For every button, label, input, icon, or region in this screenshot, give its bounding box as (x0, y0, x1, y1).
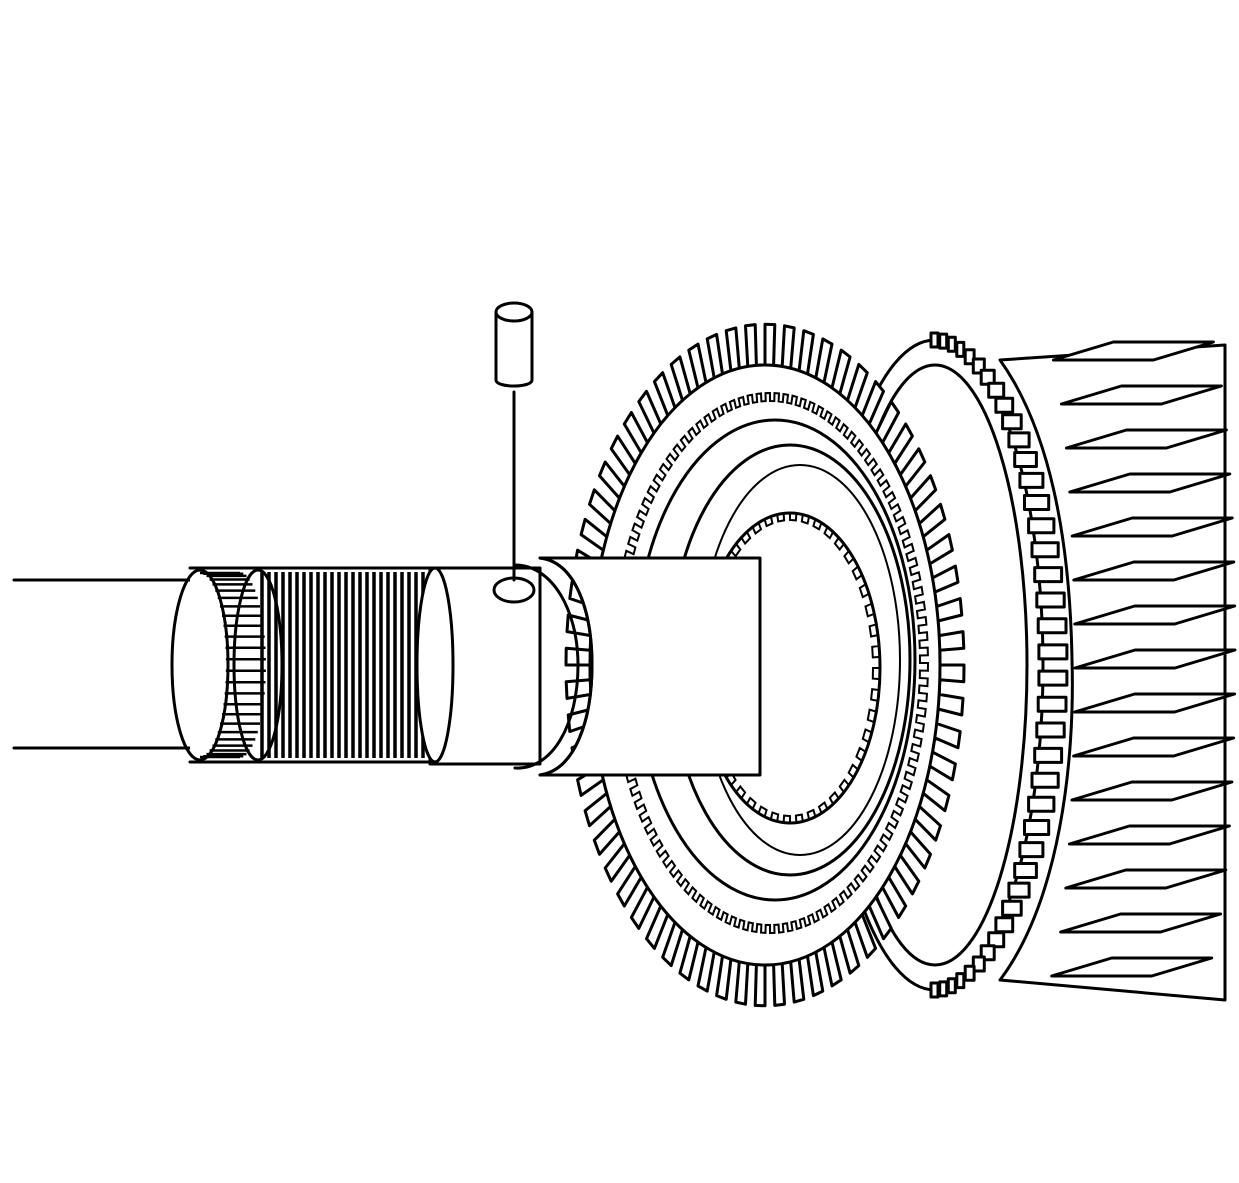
spline-end-right (415, 566, 455, 764)
spur-tooth (1036, 695, 1068, 713)
spur-tooth (1018, 841, 1045, 859)
spur-tooth (946, 335, 957, 353)
helical-tooth (1068, 472, 1232, 494)
spur-tooth (1001, 899, 1023, 917)
helical-tooth (1072, 736, 1236, 758)
spur-tooth (1035, 721, 1066, 739)
spline-end-mid (232, 568, 284, 762)
helical-tooth (1073, 692, 1237, 714)
spur-tooth (1030, 541, 1060, 559)
spur-tooth (938, 980, 949, 998)
spline-end-left (170, 568, 230, 762)
spur-tooth (994, 396, 1015, 414)
helical-tooth (1070, 780, 1234, 802)
spur-tooth (1013, 451, 1038, 468)
spur-tooth (1037, 643, 1069, 661)
shaft (12, 556, 762, 777)
spur-tooth (929, 331, 940, 349)
spur-tooth (987, 931, 1006, 949)
spur-tooth (994, 916, 1015, 934)
spur-tooth (955, 972, 966, 990)
helical-tooth (1064, 868, 1228, 890)
pin (494, 301, 534, 582)
spur-tooth (1018, 471, 1045, 489)
helical-tooth (1059, 912, 1223, 934)
spur-tooth (1027, 795, 1056, 813)
spur-tooth (971, 955, 986, 973)
spur-tooth (1023, 819, 1051, 836)
spur-tooth (1001, 413, 1023, 431)
pin-hole (492, 576, 536, 604)
spur-tooth (1023, 494, 1051, 511)
spur-tooth (1030, 771, 1060, 789)
spur-gear-teeth (929, 331, 1069, 999)
spur-tooth (971, 357, 986, 375)
spur-tooth (1035, 591, 1066, 609)
spur-tooth (938, 332, 949, 350)
spur-tooth (1033, 566, 1064, 584)
spur-tooth (946, 977, 957, 995)
helical-tooth (1064, 428, 1228, 450)
helical-tooth (1073, 648, 1237, 670)
spur-tooth (1033, 746, 1064, 764)
spur-tooth (955, 340, 966, 358)
spur-tooth (963, 964, 976, 982)
pin-top (494, 301, 534, 323)
helical-tooth (1073, 604, 1237, 626)
helical-gear-teeth (1050, 340, 1237, 978)
spur-tooth (1036, 617, 1068, 635)
helical-tooth (1072, 560, 1236, 582)
helical-tooth (1067, 824, 1231, 846)
spur-tooth (1037, 669, 1069, 687)
spur-tooth (1007, 431, 1031, 449)
helical-tooth (1059, 384, 1223, 406)
spur-tooth (1007, 881, 1031, 899)
spur-tooth (929, 981, 940, 999)
pin-body (494, 310, 534, 388)
helical-tooth (1070, 516, 1234, 538)
spur-tooth (1027, 517, 1056, 535)
helical-tooth (1050, 956, 1214, 978)
spur-tooth (963, 348, 976, 366)
spur-tooth (1013, 862, 1038, 879)
helical-tooth (1051, 340, 1215, 362)
spur-tooth (987, 381, 1006, 399)
